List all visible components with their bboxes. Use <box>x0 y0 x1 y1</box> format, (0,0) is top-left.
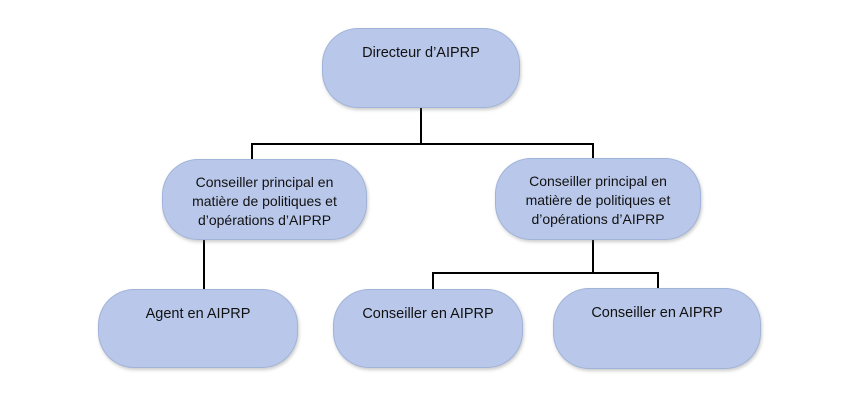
connector-drop-conseiller-1 <box>432 272 434 290</box>
connector-drop-left-advisor <box>251 143 253 160</box>
connector-level3-bar <box>432 272 659 274</box>
connector-level2-bar <box>251 143 594 145</box>
node-conseiller-principal-gauche: Conseiller principal en matière de polit… <box>162 159 367 240</box>
node-agent-aiprp: Agent en AIPRP <box>98 289 298 368</box>
connector-right-advisor-down <box>592 239 594 273</box>
node-directeur-aiprp: Directeur d’AIPRP <box>322 28 520 108</box>
node-conseiller-aiprp-1: Conseiller en AIPRP <box>333 289 523 368</box>
connector-director-down <box>420 107 422 145</box>
connector-left-advisor-to-agent <box>203 239 205 290</box>
connector-drop-right-advisor <box>592 143 594 159</box>
node-conseiller-aiprp-2: Conseiller en AIPRP <box>553 288 761 369</box>
connector-drop-conseiller-2 <box>657 272 659 290</box>
node-conseiller-principal-droite: Conseiller principal en matière de polit… <box>495 158 701 240</box>
